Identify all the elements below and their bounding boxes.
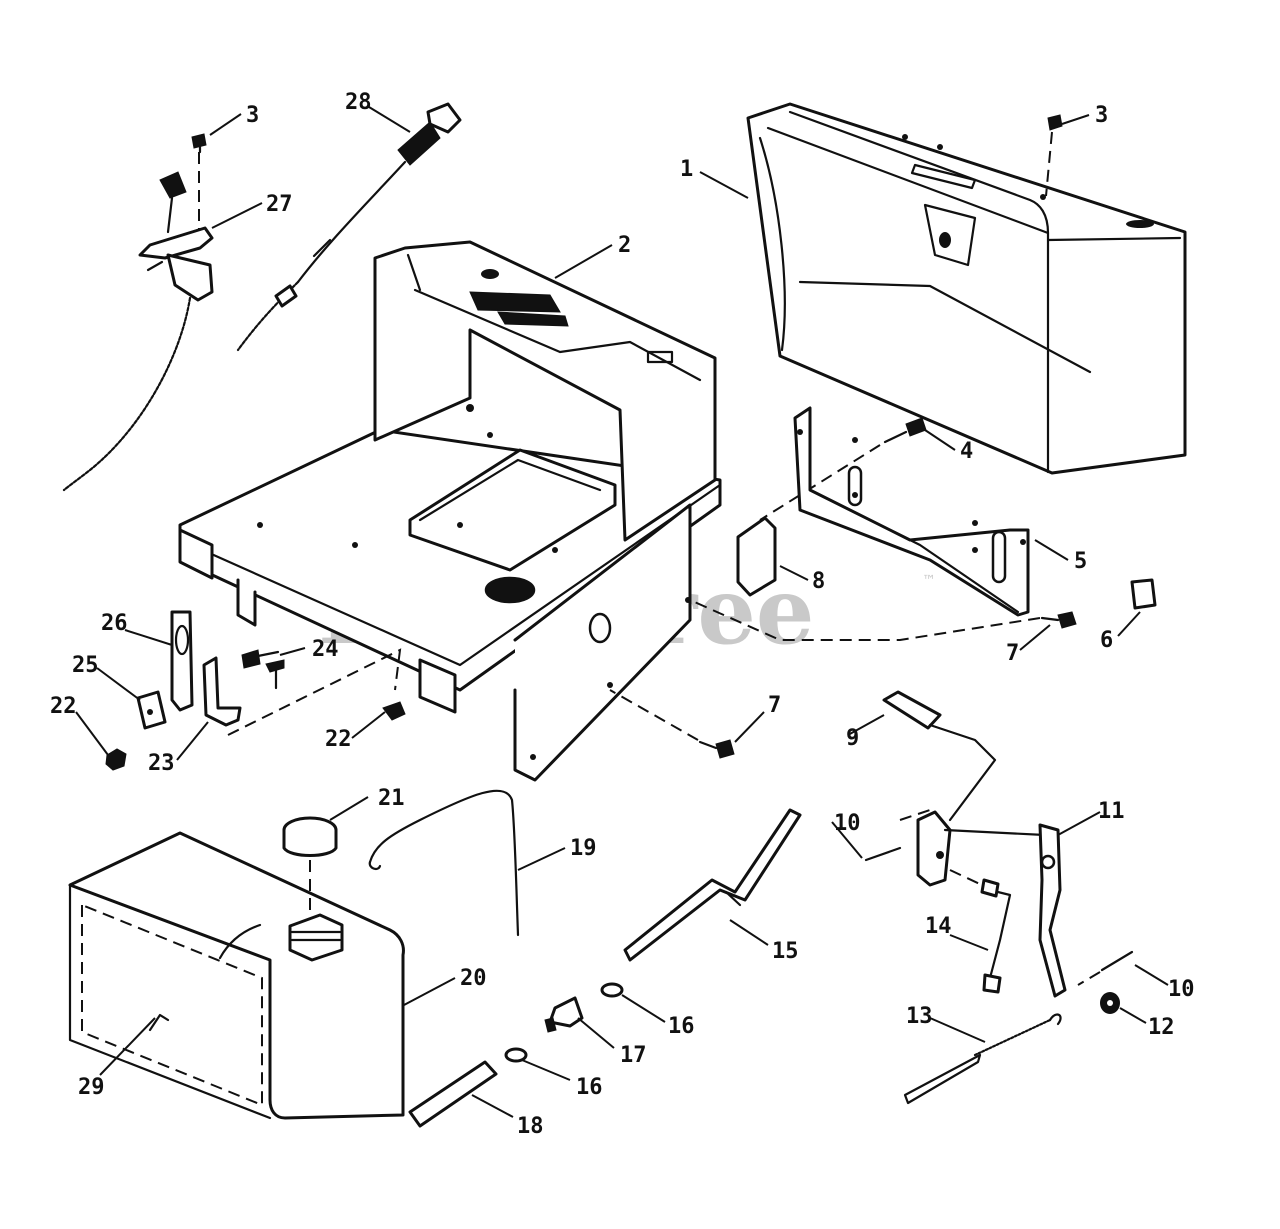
part-28-choke-cable[interactable] xyxy=(236,102,462,352)
callout-7a: 7 xyxy=(1006,641,1019,666)
leader-dash-7b xyxy=(609,689,699,741)
leader-dash-4 xyxy=(759,444,881,521)
callout-17: 17 xyxy=(620,1043,647,1068)
part-19-vent-tube[interactable] xyxy=(368,789,520,937)
callout-14: 14 xyxy=(925,914,952,939)
callout-16b: 16 xyxy=(576,1075,603,1100)
callout-9: 9 xyxy=(846,726,859,751)
leader-dash-7a xyxy=(689,599,1041,641)
part-27-throttle-lever[interactable] xyxy=(62,171,214,492)
callout-25: 25 xyxy=(72,653,99,678)
part-8-plate[interactable] xyxy=(736,516,777,597)
callout-2: 2 xyxy=(618,233,631,258)
part-1-hood[interactable] xyxy=(746,102,1187,475)
part-24-bolts[interactable] xyxy=(241,649,285,690)
part-10-cotter-lower[interactable] xyxy=(1100,950,1134,972)
callout-28: 28 xyxy=(345,90,372,115)
leader-dash-14 xyxy=(949,869,983,886)
callout-21: 21 xyxy=(378,786,405,811)
callout-26: 26 xyxy=(101,611,128,636)
callout-3b: 3 xyxy=(1095,103,1108,128)
callout-10a: 10 xyxy=(834,811,861,836)
callout-11: 11 xyxy=(1098,799,1125,824)
callout-23: 23 xyxy=(148,751,175,776)
part-3-screw-left[interactable] xyxy=(191,133,207,154)
callout-4: 4 xyxy=(960,439,973,464)
leader-dash-10b xyxy=(1077,971,1101,986)
callout-labels: 3 27 28 2 1 3 4 5 6 7 8 7 9 26 25 22 23 … xyxy=(50,90,1195,1139)
callout-19: 19 xyxy=(570,836,597,861)
watermark-trademark: ™ xyxy=(922,573,936,589)
leader-dash-3b xyxy=(1045,131,1053,197)
part-22-nut-left[interactable] xyxy=(105,748,127,771)
callout-20: 20 xyxy=(460,966,487,991)
part-21-fuel-cap[interactable] xyxy=(282,816,338,857)
part-15-fuel-hose[interactable] xyxy=(623,808,802,962)
callout-6: 6 xyxy=(1100,628,1113,653)
part-9-handle-grip[interactable] xyxy=(882,690,942,730)
callout-10b: 10 xyxy=(1168,977,1195,1002)
callout-18: 18 xyxy=(517,1114,544,1139)
callout-3a: 3 xyxy=(246,103,259,128)
callout-13: 13 xyxy=(906,1004,933,1029)
part-16-clamp-upper[interactable] xyxy=(600,982,624,998)
part-16-clamp-lower[interactable] xyxy=(504,1047,528,1063)
part-7-bolt-right[interactable] xyxy=(1040,611,1077,629)
leader-dash-10a xyxy=(899,809,931,821)
part-14-link-rod[interactable] xyxy=(980,878,1012,994)
part-22-nut-center[interactable] xyxy=(382,701,406,721)
part-23-bracket[interactable] xyxy=(202,656,242,727)
part-4-bolt[interactable] xyxy=(883,417,927,444)
callout-24: 24 xyxy=(312,637,339,662)
callout-leaders xyxy=(75,106,1169,1118)
callout-22a: 22 xyxy=(50,694,77,719)
part-6-label[interactable] xyxy=(1130,578,1157,610)
callout-7b: 7 xyxy=(768,693,781,718)
leader-dash-24 xyxy=(227,648,402,736)
callout-15: 15 xyxy=(772,939,799,964)
part-25-clip[interactable] xyxy=(136,690,167,730)
part-10-cotter-upper[interactable] xyxy=(864,846,902,862)
part-13-spring-rod[interactable] xyxy=(903,1013,1062,1105)
part-7-bolt-lower[interactable] xyxy=(698,739,735,759)
part-18-fuel-hose[interactable] xyxy=(408,1060,498,1128)
callout-29: 29 xyxy=(78,1075,105,1100)
callout-8: 8 xyxy=(812,569,825,594)
callout-27: 27 xyxy=(266,192,293,217)
part-11-lever-assembly[interactable] xyxy=(916,723,1067,998)
part-17-fuel-filter[interactable] xyxy=(544,996,584,1033)
callout-22b: 22 xyxy=(325,727,352,752)
part-26-seat-switch[interactable] xyxy=(170,610,194,712)
part-20-fuel-tank[interactable] xyxy=(68,831,405,1120)
part-5-bracket[interactable] xyxy=(793,406,1030,617)
part-2-frame[interactable] xyxy=(178,240,722,782)
callout-5: 5 xyxy=(1074,549,1087,574)
callout-16a: 16 xyxy=(668,1014,695,1039)
callout-12: 12 xyxy=(1148,1015,1175,1040)
part-3-screw-right[interactable] xyxy=(1047,114,1063,131)
callout-1: 1 xyxy=(680,157,693,182)
part-12-washer[interactable] xyxy=(1100,992,1120,1014)
